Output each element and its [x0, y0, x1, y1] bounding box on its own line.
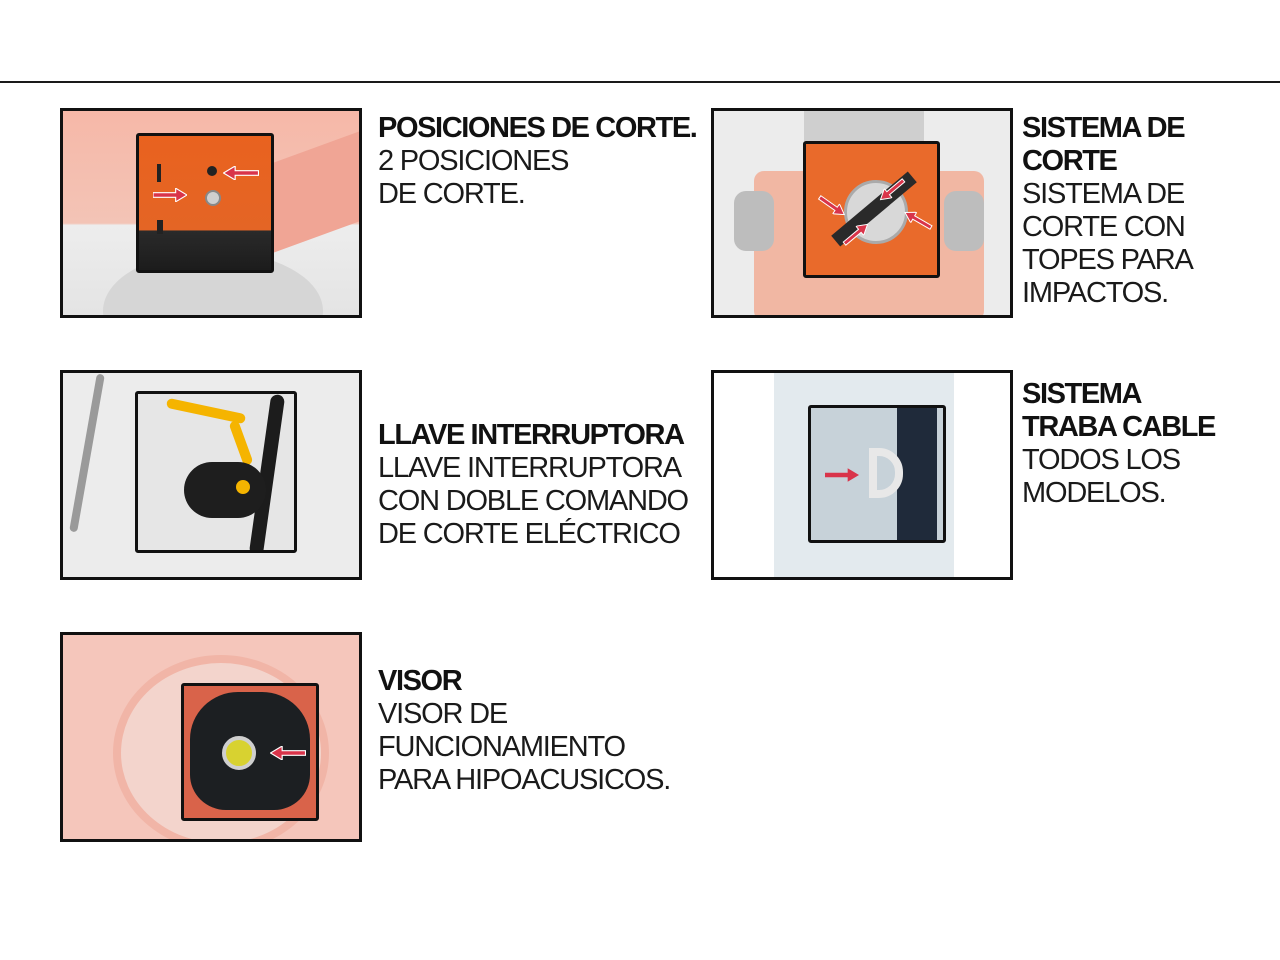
top-divider: [0, 81, 1280, 83]
blade-closeup: [803, 141, 940, 278]
arrow-icon: [904, 211, 933, 230]
arrow-left-icon: [223, 166, 259, 180]
viewer-window-icon: [222, 736, 256, 770]
arrow-left-icon: [270, 746, 306, 760]
feature-text-viewer: VISOR VISOR DE FUNCIONAMIENTO PARA HIPOA…: [378, 665, 708, 797]
yellow-lever-icon: [228, 419, 254, 467]
height-adjust-closeup: [136, 133, 274, 273]
feature-image-cable-lock: [711, 370, 1013, 580]
feature-image-cutting-system: [711, 108, 1013, 318]
cable-lock-closeup: [808, 405, 946, 543]
hook-icon: [869, 448, 903, 498]
feature-description: SISTEMA DE CORTE CON TOPES PARA IMPACTOS…: [1022, 178, 1194, 309]
switch-body-icon: [184, 462, 266, 518]
feature-title: LLAVE INTERRUPTORA: [378, 419, 685, 451]
handle-bar-icon: [897, 408, 937, 540]
slot-icon: [157, 220, 163, 234]
arrow-right-icon: [153, 188, 187, 202]
feature-title: SISTEMA TRABA CABLE: [1022, 378, 1216, 443]
switch-closeup: [135, 391, 297, 553]
feature-title: POSICIONES DE CORTE.: [378, 112, 698, 144]
arrow-icon: [879, 178, 906, 201]
slot-icon: [157, 164, 161, 182]
yellow-button-icon: [236, 480, 250, 494]
feature-image-cutting-positions: [60, 108, 362, 318]
adjust-hole-icon: [205, 190, 221, 206]
feature-text-cable-lock: SISTEMA TRABA CABLE TODOS LOS MODELOS.: [1022, 378, 1262, 510]
feature-description: VISOR DE FUNCIONAMIENTO PARA HIPOACUSICO…: [378, 698, 671, 796]
viewer-closeup: [181, 683, 319, 821]
feature-image-viewer: [60, 632, 362, 842]
feature-text-cutting-positions: POSICIONES DE CORTE. 2 POSICIONES DE COR…: [378, 112, 708, 211]
arrow-right-icon: [825, 468, 859, 482]
feature-description: TODOS LOS MODELOS.: [1022, 444, 1181, 509]
feature-title: SISTEMA DE CORTE: [1022, 112, 1186, 177]
feature-image-switch-key: [60, 370, 362, 580]
feature-description: LLAVE INTERRUPTORA CON DOBLE COMANDO DE …: [378, 452, 689, 550]
arrow-icon: [817, 195, 846, 216]
feature-text-cutting-system: SISTEMA DE CORTE SISTEMA DE CORTE CON TO…: [1022, 112, 1262, 310]
feature-description: 2 POSICIONES DE CORTE.: [378, 145, 569, 210]
adjust-hole-icon: [207, 166, 217, 176]
arrow-icon: [842, 223, 869, 246]
feature-text-switch-key: LLAVE INTERRUPTORA LLAVE INTERRUPTORA CO…: [378, 419, 708, 551]
feature-title: VISOR: [378, 665, 463, 697]
